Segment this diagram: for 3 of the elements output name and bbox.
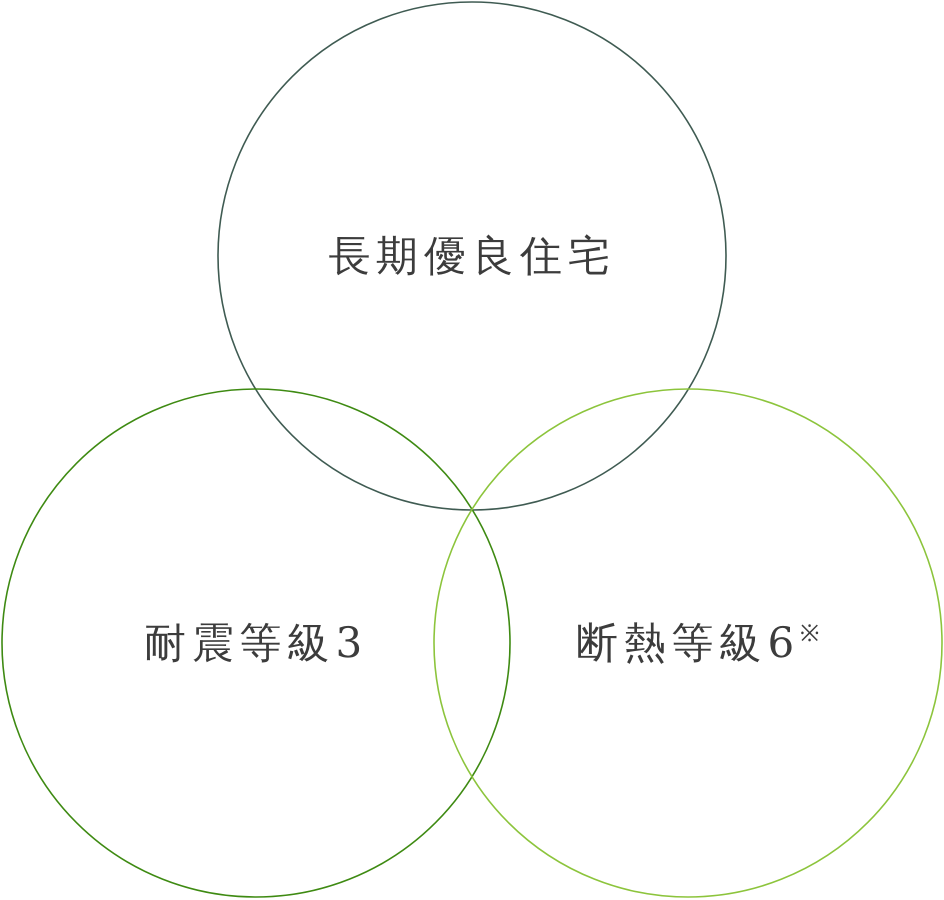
circle-label: 断熱等級6$^{※}$	[574, 620, 820, 666]
circle-label: 長期優良住宅	[327, 232, 617, 280]
circle-label: 耐震等級3	[142, 620, 370, 666]
